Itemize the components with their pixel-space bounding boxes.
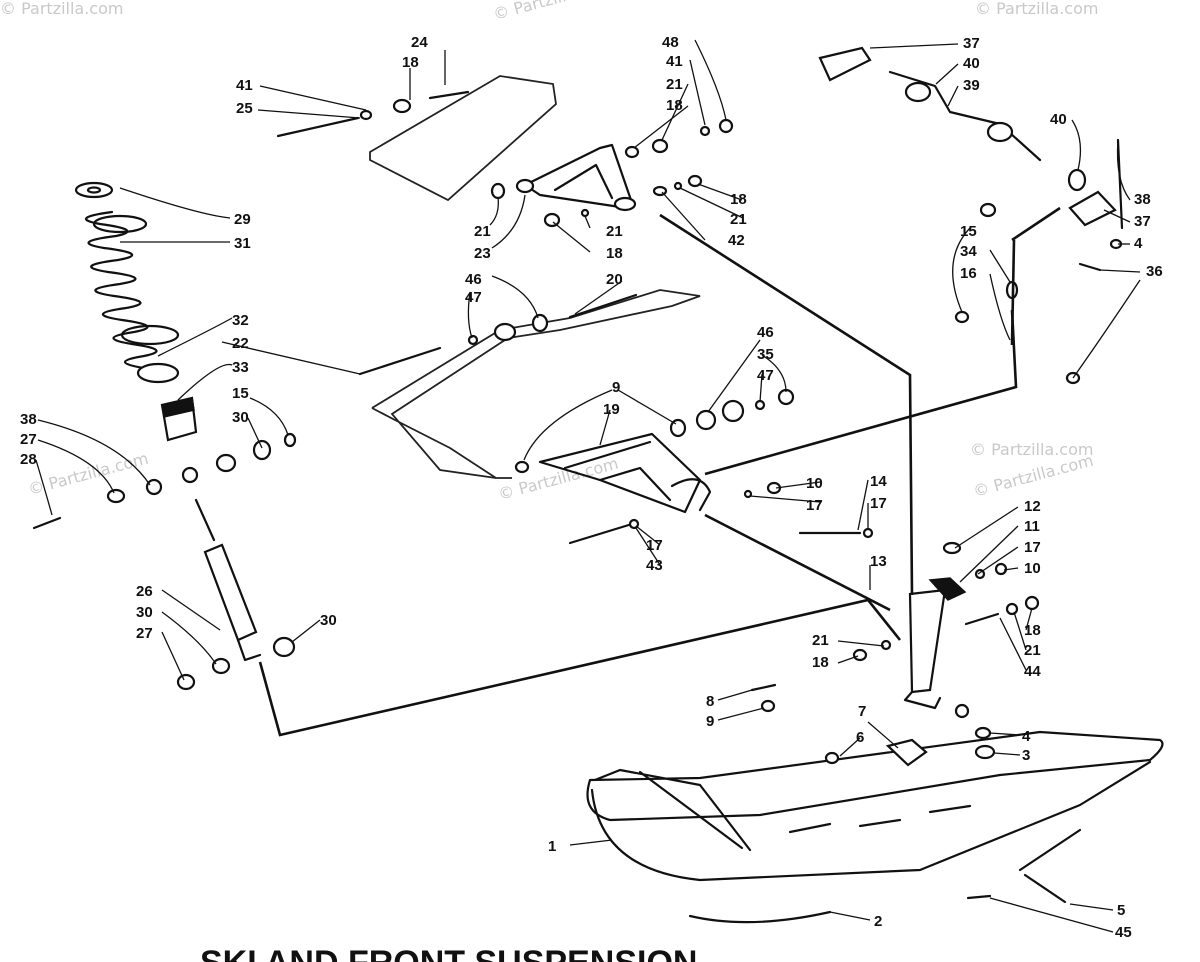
callout: 15 bbox=[232, 385, 249, 402]
watermark: © Partzilla.com bbox=[975, 0, 1098, 18]
upper-a-arm bbox=[515, 143, 637, 212]
callout: 13 bbox=[870, 553, 887, 570]
callout: 23 bbox=[474, 245, 491, 262]
callout: 35 bbox=[757, 346, 774, 363]
callout: 18 bbox=[1024, 622, 1041, 639]
callout: 3 bbox=[1022, 747, 1030, 764]
diagram-title: SKI AND FRONT SUSPENSION bbox=[200, 944, 697, 962]
callout: 18 bbox=[730, 191, 747, 208]
callout: 21 bbox=[1024, 642, 1041, 659]
callout: 42 bbox=[728, 232, 745, 249]
callout: 27 bbox=[136, 625, 153, 642]
callout: 18 bbox=[606, 245, 623, 262]
assembly-guide-lines bbox=[258, 206, 1061, 737]
callout: 31 bbox=[234, 235, 251, 252]
callout: 15 bbox=[960, 223, 977, 240]
callout: 19 bbox=[603, 401, 620, 418]
callout: 46 bbox=[465, 271, 482, 288]
callout: 4 bbox=[1134, 235, 1143, 252]
callout: 1 bbox=[548, 838, 556, 855]
shock-absorber bbox=[181, 466, 262, 662]
callout: 34 bbox=[960, 243, 977, 260]
leader-lines bbox=[35, 39, 1141, 933]
callout: 27 bbox=[20, 431, 37, 448]
callout: 40 bbox=[963, 55, 980, 72]
callout: 8 bbox=[706, 693, 714, 710]
callout: 17 bbox=[646, 537, 663, 554]
callout: 36 bbox=[1146, 263, 1163, 280]
callout: 29 bbox=[234, 211, 251, 228]
callout: 46 bbox=[757, 324, 774, 341]
coil-spring bbox=[74, 181, 180, 380]
callout: 41 bbox=[666, 53, 683, 70]
callout: 6 bbox=[856, 729, 864, 746]
callout: 7 bbox=[858, 703, 866, 720]
hardware bbox=[32, 90, 1124, 904]
callout: 25 bbox=[236, 100, 253, 117]
callout: 12 bbox=[1024, 498, 1041, 515]
callout: 21 bbox=[666, 76, 683, 93]
callout: 39 bbox=[963, 77, 980, 94]
callout: 11 bbox=[1024, 518, 1040, 535]
callout: 17 bbox=[870, 495, 887, 512]
callout: 28 bbox=[20, 451, 37, 468]
callout: 9 bbox=[612, 379, 620, 396]
bump-stop bbox=[160, 396, 198, 442]
callout: 32 bbox=[232, 312, 249, 329]
ski bbox=[586, 730, 1164, 924]
watermark: © Partzilla.com bbox=[970, 440, 1093, 459]
callout: 21 bbox=[730, 211, 747, 228]
callout: 5 bbox=[1117, 902, 1125, 919]
lower-mount-frame-front bbox=[371, 407, 512, 479]
callout: 20 bbox=[606, 271, 623, 288]
callout: 10 bbox=[806, 475, 823, 492]
spring-seat bbox=[136, 362, 180, 384]
callout: 30 bbox=[136, 604, 153, 621]
callout: 40 bbox=[1050, 111, 1067, 128]
callout: 43 bbox=[646, 557, 663, 574]
callout: 41 bbox=[236, 77, 253, 94]
callout: 38 bbox=[20, 411, 37, 428]
watermark: © Partzilla.com bbox=[0, 0, 123, 18]
callout: 17 bbox=[806, 497, 823, 514]
callout: 21 bbox=[812, 632, 829, 649]
callout: 18 bbox=[402, 54, 419, 71]
callout: 38 bbox=[1134, 191, 1151, 208]
callout: 2 bbox=[874, 913, 882, 930]
spindle bbox=[903, 541, 967, 710]
callout: 26 bbox=[136, 583, 153, 600]
callout: 44 bbox=[1024, 663, 1041, 680]
watermark: © Partzilla.com bbox=[491, 0, 615, 24]
callout: 48 bbox=[662, 34, 679, 51]
callout: 4 bbox=[1022, 728, 1031, 745]
callout: 14 bbox=[870, 473, 887, 490]
tie-rod bbox=[818, 46, 1117, 227]
upper-mount-frame bbox=[369, 75, 557, 202]
callout: 17 bbox=[1024, 539, 1041, 556]
callout: 30 bbox=[232, 409, 249, 426]
lower-a-arm bbox=[514, 432, 712, 514]
callout: 47 bbox=[757, 367, 774, 384]
callout: 18 bbox=[666, 97, 683, 114]
watermarks: © Partzilla.com © Partzilla.com © Partzi… bbox=[0, 0, 1098, 504]
callout: 45 bbox=[1115, 924, 1132, 941]
callout: 10 bbox=[1024, 560, 1041, 577]
callouts: 24 18 41 25 48 41 21 18 18 21 42 21 23 2… bbox=[20, 34, 1163, 941]
callout: 47 bbox=[465, 289, 482, 306]
callout: 30 bbox=[320, 612, 337, 629]
callout: 33 bbox=[232, 359, 249, 376]
callout: 9 bbox=[706, 713, 714, 730]
callout: 22 bbox=[232, 335, 249, 352]
callout: 37 bbox=[963, 35, 980, 52]
callout: 18 bbox=[812, 654, 829, 671]
callout: 21 bbox=[474, 223, 491, 240]
callout: 21 bbox=[606, 223, 623, 240]
callout: 16 bbox=[960, 265, 977, 282]
callout: 24 bbox=[411, 34, 428, 51]
callout: 37 bbox=[1134, 213, 1151, 230]
